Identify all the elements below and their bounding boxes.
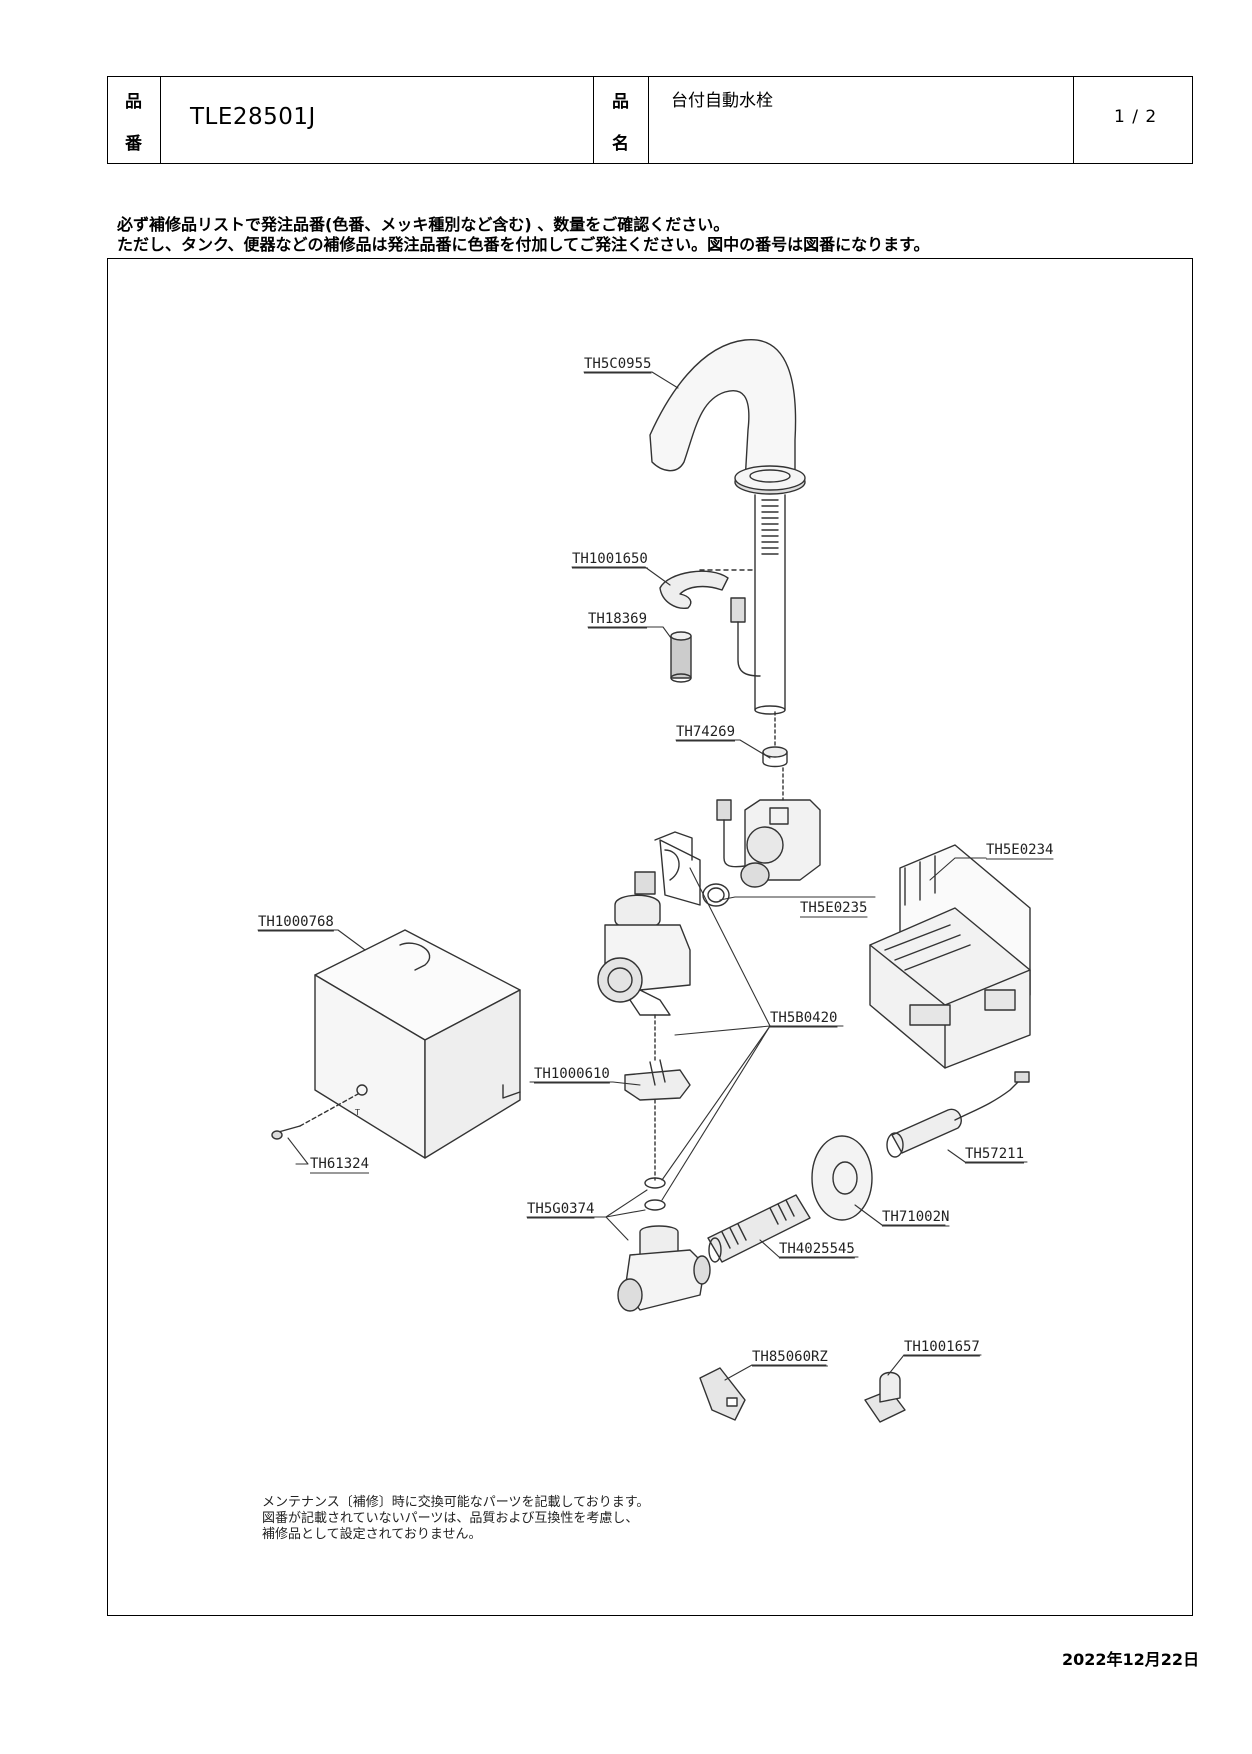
- battery-cover-drawing: T: [314, 929, 521, 1159]
- divider: [1073, 77, 1074, 163]
- divider: [593, 77, 594, 163]
- maintenance-footnote: メンテナンス〔補修〕時に交換可能なパーツを記載しております。 図番が記載されてい…: [262, 1495, 649, 1543]
- control-box-drawing: [869, 844, 1031, 1069]
- part-label-cover: TH1000768: [258, 914, 334, 930]
- part-label-cartridge: TH5E0234: [986, 842, 1053, 858]
- footnote-line: メンテナンス〔補修〕時に交換可能なパーツを記載しております。: [262, 1495, 650, 1510]
- part-label-spacer: TH18369: [588, 611, 647, 627]
- part-label-clip: TH1000610: [534, 1066, 610, 1082]
- notice-line-1: 必ず補修品リストで発注品番(色番、メッキ種別など含む) 、数量をご確認ください。: [117, 215, 730, 234]
- part-label-battery: TH57211: [965, 1146, 1024, 1162]
- issue-date: 2022年12月22日: [1062, 1650, 1200, 1669]
- product-name: 台付自動水栓: [671, 91, 773, 111]
- part-label-valve-body: TH5E0235: [800, 900, 867, 916]
- footnote-line: 図番が記載されていないパーツは、品質および互換性を考慮し、: [262, 1511, 639, 1526]
- part-label-plate: TH1001650: [572, 551, 648, 567]
- part-label-nut: TH74269: [676, 724, 735, 740]
- valve-body-drawing: [702, 767, 821, 907]
- part-label-spout: TH5C0955: [584, 356, 651, 372]
- part-label-packing-set: TH5B0420: [770, 1010, 837, 1026]
- part-number-label: 品: [125, 92, 142, 112]
- gasket-drawing: [644, 1177, 666, 1211]
- clip-drawing: [624, 1014, 691, 1181]
- leader-lines: [257, 371, 1028, 1381]
- solenoid-valve-drawing: [597, 831, 701, 1016]
- header-table: 品 番 TLE28501J 品 名 台付自動水栓 1 / 2: [107, 76, 1193, 164]
- notice-line-2: ただし、タンク、便器などの補修品は発注品番に色番を付加してご発注ください。図中の…: [117, 235, 930, 254]
- divider: [160, 77, 161, 163]
- part-number-label: 番: [125, 134, 142, 154]
- nut-drawing: [762, 711, 788, 768]
- part-label-handle: TH1001657: [904, 1339, 980, 1355]
- product-name-label: 名: [612, 134, 629, 154]
- spout-drawing: [649, 339, 806, 715]
- battery-drawing: [886, 1071, 1030, 1158]
- handle-drawing: [864, 1371, 906, 1423]
- product-name-label: 品: [612, 92, 629, 112]
- screw-drawing: [271, 1093, 359, 1140]
- flange-drawing: [811, 1135, 873, 1221]
- part-label-key: TH85060RZ: [752, 1349, 828, 1365]
- spacer-drawing: [670, 631, 692, 683]
- footnote-line: 補修品として設定されておりません。: [262, 1527, 482, 1542]
- part-number: TLE28501J: [190, 104, 316, 130]
- stop-valve-drawing: [617, 1225, 711, 1312]
- divider: [648, 77, 649, 163]
- part-label-flange: TH71002N: [882, 1209, 949, 1225]
- key-drawing: [699, 1367, 746, 1421]
- svg-text:T: T: [354, 1108, 360, 1117]
- mounting-plate-drawing: [659, 570, 729, 609]
- part-label-gasket: TH5G0374: [527, 1201, 594, 1217]
- drawing-frame: [107, 258, 1193, 1616]
- sensor-cable-drawing: [699, 569, 761, 677]
- pipe-drawing: [707, 1194, 811, 1263]
- part-label-screw: TH61324: [310, 1156, 369, 1172]
- page-number: 1 / 2: [1114, 107, 1158, 127]
- part-label-pipe: TH4025545: [779, 1241, 855, 1257]
